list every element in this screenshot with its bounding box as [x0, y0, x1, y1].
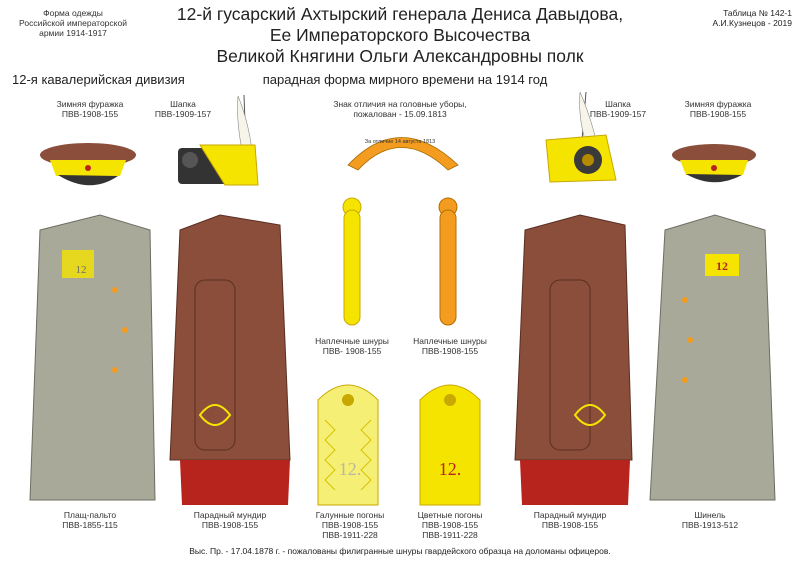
caption-name: Парадный мундир [193, 510, 267, 520]
caption-name: Галунные погоны [315, 510, 385, 520]
page-subtitle: парадная форма мирного времени на 1914 г… [262, 72, 548, 87]
caption-name: Зимняя фуражка [684, 99, 752, 109]
greatcoat-illustration [649, 214, 776, 501]
color-board-number: 12. [439, 459, 462, 479]
caption-code: ПВВ-1908-155 [61, 109, 119, 119]
badge-text: За отличие 14 августа 1813 [365, 139, 435, 145]
galun-board-illustration [317, 384, 379, 506]
caption-code: ПВВ-1908-155 [421, 346, 479, 356]
caption-cap-right: Зимняя фуражка ПВВ-1908-155 [668, 99, 768, 119]
caption-code: ПВВ-1855-115 [62, 520, 118, 530]
title-line-3: Великой Княгини Ольги Александровны полк [216, 46, 584, 66]
caption-name: Шапка [170, 99, 196, 109]
caption-code-2: ПВВ-1911-228 [422, 530, 478, 540]
caption-code: ПВВ-1908-155 [421, 520, 479, 530]
caption-dolman-left: Парадный мундир ПВВ-1908-155 [180, 510, 280, 530]
division-label: 12-я кавалерийская дивизия [12, 72, 185, 87]
caption-cords-right: Наплечные шнуры ПВВ-1908-155 [400, 336, 500, 356]
caption-code: пожалован - 15.09.1813 [353, 109, 447, 119]
greatcoat-collar-number: 12 [716, 259, 728, 273]
caption-shapka-left: Шапка ПВВ-1909-157 [143, 99, 223, 119]
table-no-line: Таблица № 142-1 [723, 8, 792, 18]
caption-cords-left: Наплечные шнуры ПВВ- 1908-155 [302, 336, 402, 356]
caption-name: Плащ-пальто [63, 510, 117, 520]
caption-name: Цветные погоны [417, 510, 483, 520]
org-line-2: Российской императорской [19, 18, 127, 28]
author-line: А.И.Кузнецов - 2019 [712, 18, 792, 28]
caption-name: Наплечные шнуры [413, 336, 487, 346]
caption-code: ПВВ-1908-155 [201, 520, 259, 530]
caption-name: Парадный мундир [533, 510, 607, 520]
caption-code: ПВВ-1908-155 [321, 520, 379, 530]
caption-galun-boards: Галунные погоны ПВВ-1908-155 ПВВ-1911-22… [300, 510, 400, 540]
cords-right-illustration [438, 197, 458, 326]
caption-code: ПВВ-1913-512 [681, 520, 739, 530]
badge-illustration [347, 137, 459, 171]
dolman-left-illustration [169, 214, 291, 505]
caption-name: Знак отличия на головные уборы, [333, 99, 467, 109]
caption-dolman-right: Парадный мундир ПВВ-1908-155 [520, 510, 620, 530]
caption-code-2: ПВВ-1911-228 [322, 530, 378, 540]
caption-name: Шапка [605, 99, 631, 109]
caption-coat: Плащ-пальто ПВВ-1855-115 [40, 510, 140, 530]
cords-left-illustration [342, 197, 362, 326]
caption-code: ПВВ- 1908-155 [322, 346, 382, 356]
caption-name: Наплечные шнуры [315, 336, 389, 346]
footnote: Выс. Пр. - 17.04.1878 г. - пожалованы фи… [189, 546, 611, 556]
cap-left-illustration [40, 143, 136, 186]
caption-name: Шинель [694, 510, 726, 520]
caption-name: Зимняя фуражка [56, 99, 124, 109]
galun-board-number: 12. [339, 459, 362, 479]
title-line-2: Ее Императорского Высочества [269, 25, 531, 45]
org-caption: Форма одежды Российской императорской ар… [12, 8, 134, 38]
caption-code: ПВВ-1908-155 [541, 520, 599, 530]
shapka-left-illustration [178, 94, 259, 186]
table-number: Таблица № 142-1 А.И.Кузнецов - 2019 [672, 8, 792, 28]
caption-greatcoat: Шинель ПВВ-1913-512 [660, 510, 760, 530]
shapka-right-illustration [545, 91, 617, 183]
color-board-illustration [419, 384, 481, 506]
org-line-3: армии 1914-1917 [39, 28, 107, 38]
caption-code: ПВВ-1909-157 [589, 109, 647, 119]
page-title: 12-й гусарский Ахтырский генерала Дениса… [150, 4, 650, 67]
caption-badge: Знак отличия на головные уборы, пожалова… [300, 99, 500, 119]
dolman-right-illustration [514, 214, 633, 505]
title-line-1: 12-й гусарский Ахтырский генерала Дениса… [176, 4, 624, 24]
org-line-1: Форма одежды [43, 8, 103, 18]
cap-right-illustration [672, 144, 756, 183]
caption-shapka-right: Шапка ПВВ-1909-157 [578, 99, 658, 119]
caption-code: ПВВ-1908-155 [689, 109, 747, 119]
caption-cap-left: Зимняя фуражка ПВВ-1908-155 [40, 99, 140, 119]
caption-code: ПВВ-1909-157 [154, 109, 212, 119]
caption-color-boards: Цветные погоны ПВВ-1908-155 ПВВ-1911-228 [400, 510, 500, 540]
coat-collar-number: 12 [76, 264, 87, 276]
coat-illustration [29, 214, 156, 501]
